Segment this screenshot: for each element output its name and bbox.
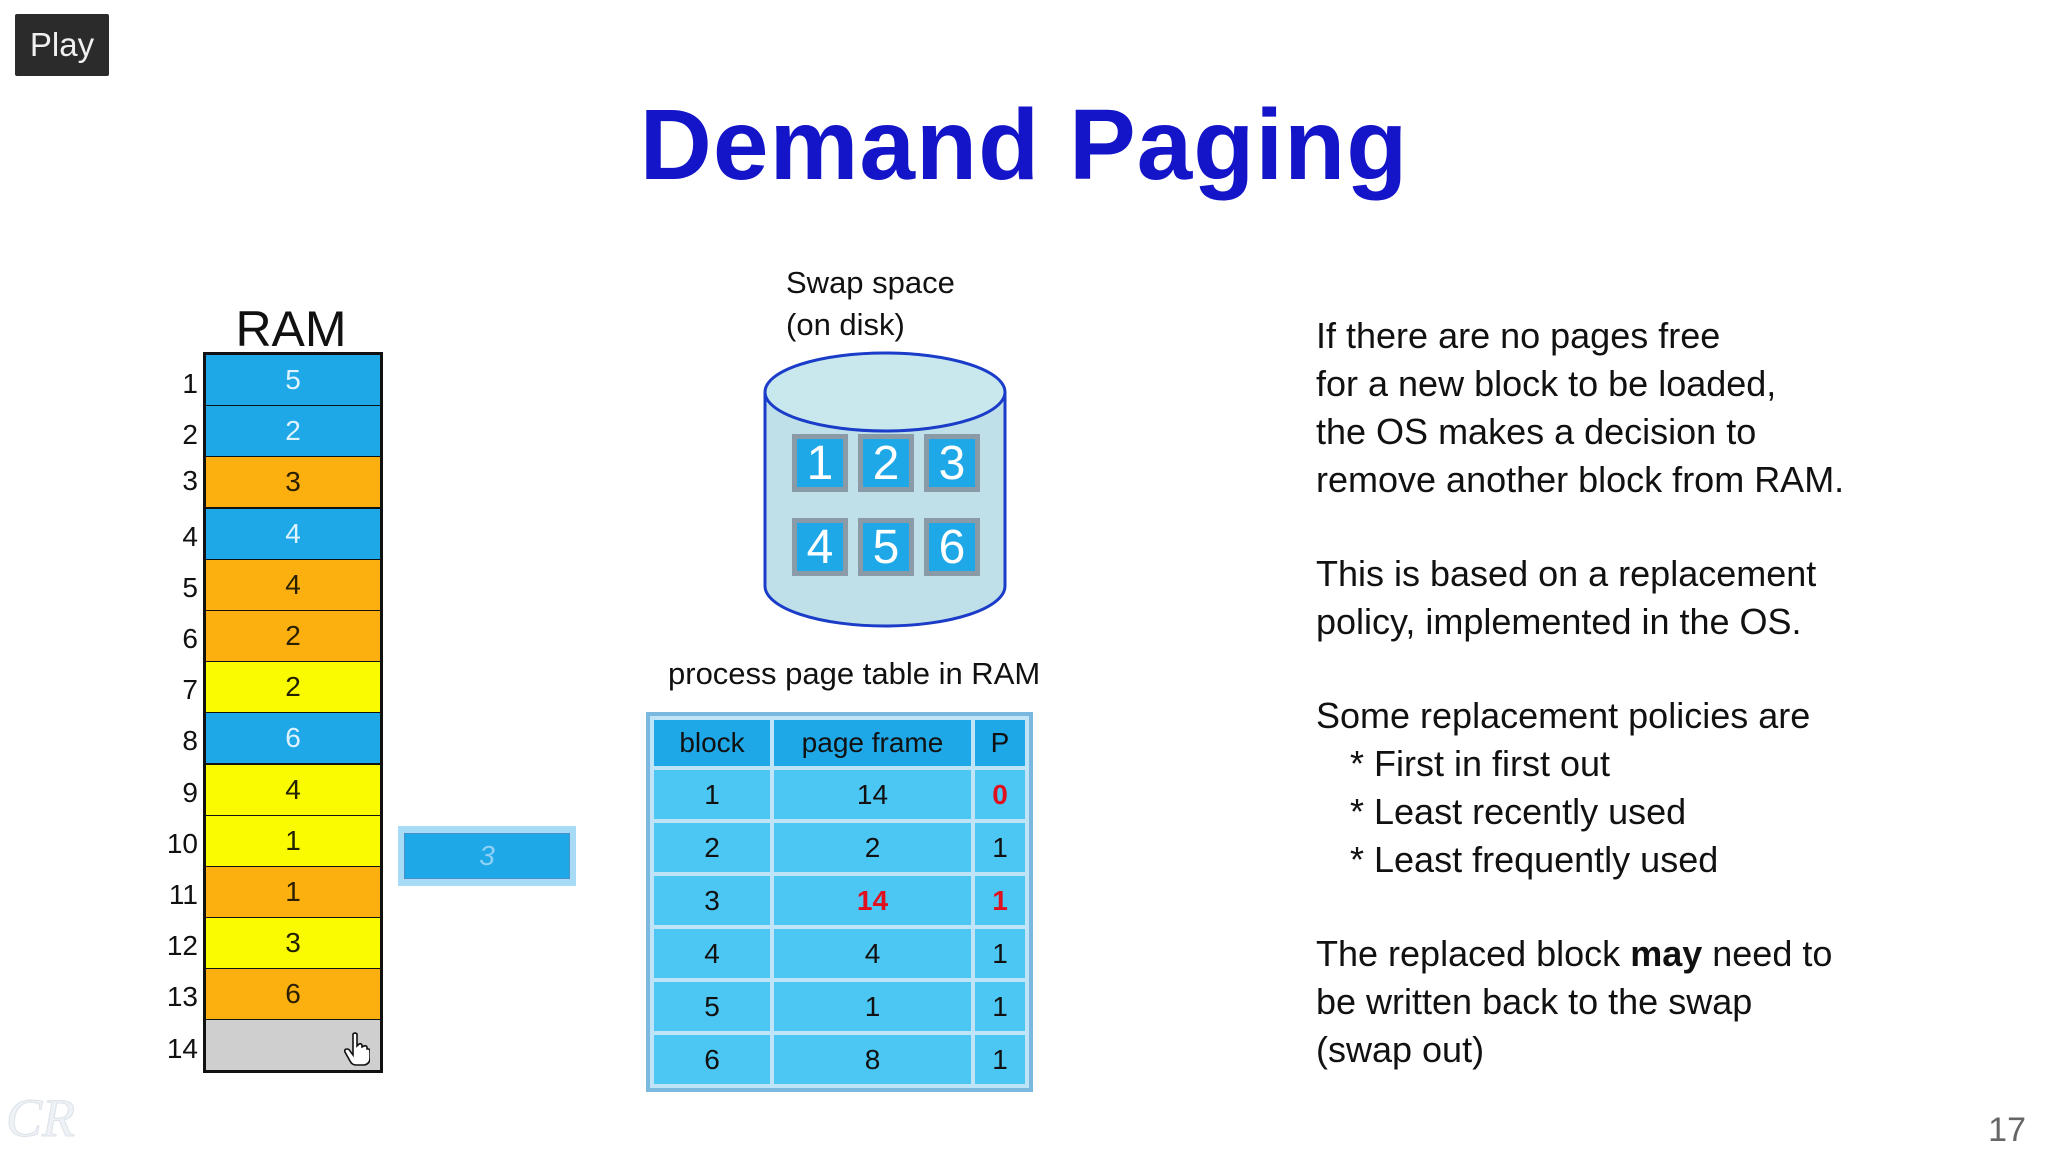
text-line: remove another block from RAM. bbox=[1316, 459, 1845, 500]
paragraph-no-free-pages: If there are no pages free for a new blo… bbox=[1316, 312, 2016, 504]
page-table: block page frame P 1 14 0 2 2 1 3 14 1 bbox=[646, 712, 1033, 1092]
table-row: 3 14 1 bbox=[654, 876, 1025, 925]
ram-row-number: 7 bbox=[182, 674, 198, 705]
ram-row-number: 5 bbox=[182, 572, 198, 603]
table-cell: 1 bbox=[975, 929, 1025, 978]
ram-cell: 5 bbox=[206, 355, 380, 405]
table-cell: 3 bbox=[654, 876, 770, 925]
table-cell: 1 bbox=[654, 770, 770, 819]
table-row: 4 4 1 bbox=[654, 929, 1025, 978]
swap-space-label: Swap space (on disk) bbox=[786, 262, 955, 346]
page-table-caption: process page table in RAM bbox=[668, 656, 1041, 691]
policy-item: * First in first out bbox=[1350, 743, 1611, 784]
table-cell: 14 bbox=[774, 770, 971, 819]
paragraph-swap-out: The replaced block may need to be writte… bbox=[1316, 930, 2016, 1074]
emphasis-text: may bbox=[1630, 933, 1703, 974]
slide-title: Demand Paging bbox=[639, 89, 1409, 201]
table-cell: 1 bbox=[975, 1035, 1025, 1084]
ram-column: 5 2 3 4 4 2 2 6 4 1 1 3 6 bbox=[203, 352, 383, 1074]
swap-block: 1 bbox=[792, 434, 848, 492]
table-cell: 1 bbox=[975, 982, 1025, 1031]
swap-block: 5 bbox=[858, 518, 914, 576]
watermark-logo: CR bbox=[6, 1090, 76, 1149]
ram-row-number: 6 bbox=[182, 623, 198, 654]
table-cell: 4 bbox=[774, 929, 971, 978]
slide-page-number: 17 bbox=[1988, 1111, 2026, 1149]
ram-row-number: 3 bbox=[182, 465, 198, 496]
table-cell: 1 bbox=[774, 982, 971, 1031]
swap-block: 2 bbox=[858, 434, 914, 492]
ram-cell: 3 bbox=[206, 918, 380, 969]
ram-cell: 3 bbox=[206, 457, 380, 508]
swap-block: 4 bbox=[792, 518, 848, 576]
ram-cell: 6 bbox=[206, 713, 380, 764]
text-span: need to bbox=[1702, 933, 1833, 974]
ram-cell: 4 bbox=[206, 559, 380, 610]
text-span: The replaced block bbox=[1316, 933, 1631, 974]
ram-cell: 4 bbox=[206, 764, 380, 815]
ram-cell-empty[interactable] bbox=[206, 1020, 380, 1071]
text-line: the OS makes a decision to bbox=[1316, 411, 1757, 452]
table-cell: 14 bbox=[774, 876, 971, 925]
text-line: policy, implemented in the OS. bbox=[1316, 601, 1802, 642]
ram-row-number: 14 bbox=[166, 1033, 198, 1064]
table-cell: 1 bbox=[975, 876, 1025, 925]
ram-cell: 6 bbox=[206, 969, 380, 1020]
table-row: 1 14 0 bbox=[654, 770, 1025, 819]
watermark-text: CR bbox=[6, 1090, 75, 1148]
table-cell: 6 bbox=[654, 1035, 770, 1084]
table-row: 6 8 1 bbox=[654, 1035, 1025, 1084]
policy-item: * Least frequently used bbox=[1350, 839, 1719, 880]
swap-block: 6 bbox=[924, 518, 980, 576]
table-cell: 5 bbox=[654, 982, 770, 1031]
explanation-text: If there are no pages free for a new blo… bbox=[1316, 312, 2016, 1120]
ram-row-number: 4 bbox=[182, 521, 198, 552]
text-line: be written back to the swap bbox=[1316, 981, 1753, 1022]
page-table-header: page frame bbox=[774, 720, 971, 766]
table-cell: 2 bbox=[774, 823, 971, 872]
text-line: for a new block to be loaded, bbox=[1316, 363, 1777, 404]
text-line: If there are no pages free bbox=[1316, 315, 1721, 356]
moving-block-value: 3 bbox=[404, 833, 570, 879]
page-table-header: P bbox=[975, 720, 1025, 766]
table-cell: 4 bbox=[654, 929, 770, 978]
play-button[interactable]: Play bbox=[15, 14, 109, 76]
ram-row-number: 8 bbox=[182, 725, 198, 756]
text-line: This is based on a replacement bbox=[1316, 553, 1817, 594]
ram-cell: 2 bbox=[206, 662, 380, 713]
ram-row-number: 13 bbox=[166, 981, 198, 1012]
table-cell: 1 bbox=[975, 823, 1025, 872]
ram-cell: 4 bbox=[206, 508, 380, 559]
table-row: 2 2 1 bbox=[654, 823, 1025, 872]
text-line: (swap out) bbox=[1316, 1029, 1485, 1070]
paragraph-policy-list: Some replacement policies are * First in… bbox=[1316, 692, 2016, 884]
table-cell: 0 bbox=[975, 770, 1025, 819]
swap-label-line1: Swap space bbox=[786, 265, 955, 300]
table-cell: 8 bbox=[774, 1035, 971, 1084]
ram-cell: 2 bbox=[206, 406, 380, 457]
ram-row-number: 2 bbox=[182, 419, 198, 450]
swap-label-line2: (on disk) bbox=[786, 307, 905, 342]
table-row: 5 1 1 bbox=[654, 982, 1025, 1031]
ram-cell: 1 bbox=[206, 815, 380, 866]
ram-cell: 2 bbox=[206, 610, 380, 661]
hand-cursor-icon bbox=[344, 1032, 370, 1067]
swap-block: 3 bbox=[924, 434, 980, 492]
page-table-header: block bbox=[654, 720, 770, 766]
ram-row-number: 11 bbox=[168, 879, 198, 910]
ram-row-number: 10 bbox=[166, 828, 198, 859]
swap-blocks: 1 2 3 4 5 6 bbox=[792, 434, 988, 602]
ram-cell: 1 bbox=[206, 866, 380, 917]
text-line: The replaced block may need to bbox=[1316, 930, 2016, 978]
ram-row-number: 12 bbox=[166, 930, 198, 961]
policy-item: * Least recently used bbox=[1350, 791, 1687, 832]
moving-block[interactable]: 3 bbox=[398, 826, 576, 886]
table-cell: 2 bbox=[654, 823, 770, 872]
ram-row-number: 1 bbox=[182, 368, 198, 399]
ram-row-number: 9 bbox=[182, 777, 198, 808]
ram-label: RAM bbox=[235, 301, 347, 357]
paragraph-replacement-policy: This is based on a replacement policy, i… bbox=[1316, 550, 2016, 646]
text-line: Some replacement policies are bbox=[1316, 695, 1811, 736]
